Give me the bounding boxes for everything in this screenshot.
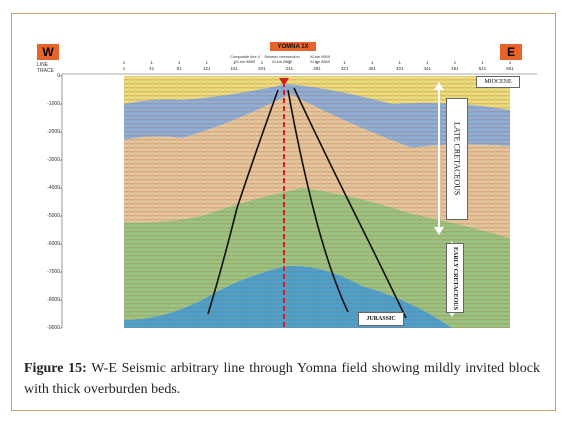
line-label: LINE xyxy=(37,62,49,68)
well-tag-composite: Composite line 4 XLine 8850 xyxy=(230,54,260,64)
depth-label: -5000 xyxy=(47,213,60,219)
line-tick-label: 1 xyxy=(454,60,457,65)
trace-tick-label: 161 xyxy=(231,66,239,71)
unit-label-jurassic: JURASSIC xyxy=(358,312,404,326)
line-tick-label: 1 xyxy=(233,60,236,65)
depth-label: -6000 xyxy=(47,241,60,247)
reflector-texture xyxy=(124,76,510,328)
unit-label-early-cretaceous: EARLY CRETACEOUS xyxy=(446,243,464,313)
arrow-down-icon xyxy=(434,227,444,235)
caption-text: W-E Seismic arbitrary line through Yomna… xyxy=(24,361,540,397)
depth-label: -4000 xyxy=(47,185,60,191)
trace-tick-label: 521 xyxy=(479,66,487,71)
unit-label-miocene: MIOCENE xyxy=(476,76,520,88)
trace-tick-label: 281 xyxy=(313,66,321,71)
line-tick-label: 1 xyxy=(261,60,264,65)
depth-label: -8000 xyxy=(47,297,60,303)
depth-label: -7000 xyxy=(47,269,60,275)
trace-tick-label: 241 xyxy=(286,66,294,71)
fault-center xyxy=(287,89,349,313)
trace-label: TRACE xyxy=(37,68,54,74)
well-name-badge: YOMNA 1X xyxy=(270,42,316,51)
depth-label: -3000 xyxy=(47,157,60,163)
well-tag-seismic: Seismic intersection XLine 8800 xyxy=(264,54,300,64)
trace-tick-label: 201 xyxy=(258,66,266,71)
well-tag-xline: XLine 8900 XLine 8800 xyxy=(309,54,331,64)
trace-tick-label: 1 xyxy=(123,66,126,71)
line-tick-label: 1 xyxy=(481,60,484,65)
arrow-up-icon xyxy=(434,82,444,90)
line-tick-label: 1 xyxy=(316,60,319,65)
fault-west xyxy=(207,89,279,315)
well-marker-icon xyxy=(279,78,289,86)
depth-label: -9000 xyxy=(47,325,60,331)
line-tick-label: 1 xyxy=(123,60,126,65)
figure-caption: Figure 15: W-E Seismic arbitrary line th… xyxy=(24,358,540,400)
line-tick-label: 1 xyxy=(205,60,208,65)
line-tick-label: 1 xyxy=(288,60,291,65)
trace-tick-label: 41 xyxy=(149,66,155,71)
depth-label: 0 xyxy=(57,73,60,79)
line-tick-label: 1 xyxy=(371,60,374,65)
trace-tick-label: 441 xyxy=(424,66,432,71)
east-label: E xyxy=(500,44,522,60)
trace-tick-label: 481 xyxy=(451,66,459,71)
line-tick-label: 1 xyxy=(398,60,401,65)
depth-label: -2000 xyxy=(47,129,60,135)
depth-label: -1000 xyxy=(47,101,60,107)
fault-east xyxy=(293,87,407,319)
line-tick-label: 1 xyxy=(178,60,181,65)
unit-label-late-cretaceous: LATE CRETACEOUS xyxy=(446,98,468,220)
caption-label: Figure 15: xyxy=(24,361,87,376)
line-tick-label: 1 xyxy=(509,60,512,65)
line-tick-label: 1 xyxy=(343,60,346,65)
trace-tick-label: 321 xyxy=(341,66,349,71)
line-tick-label: 1 xyxy=(150,60,153,65)
trace-tick-label: 401 xyxy=(396,66,404,71)
trace-tick-label: 81 xyxy=(177,66,183,71)
trace-tick-label: 121 xyxy=(203,66,211,71)
trace-tick-label: 361 xyxy=(368,66,376,71)
trace-tick-label: 561 xyxy=(506,66,514,71)
west-label: W xyxy=(37,44,59,60)
depth-ticks xyxy=(59,75,62,329)
line-tick-label: 1 xyxy=(426,60,429,65)
trace-ticks: 1114118111211161120112411281132113611401… xyxy=(123,60,515,71)
